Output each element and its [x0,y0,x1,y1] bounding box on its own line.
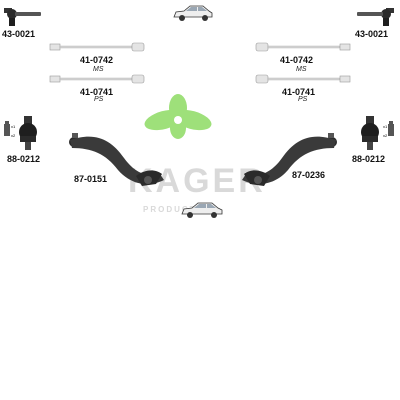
ball-joint-icon [361,116,394,150]
variant-label-ps-right: PS [298,96,308,103]
part-number-steering-rod-ps-right: 41-0741 [282,87,316,97]
ball-joint-tag-x1-right: x1 [383,124,388,129]
ball-joint-tag-x1-left: x1 [11,124,16,129]
kager-tagline-watermark: PRODUCTS [143,205,204,214]
steering-rod-icon [49,42,145,52]
part-number-steering-rod-ms-right: 41-0742 [280,55,314,65]
part-number-tie-rod-end-right: 43-0021 [355,29,389,39]
steering-rod-icon [255,74,351,84]
variant-label-ms-left: MS [93,66,104,73]
car-icon [173,5,213,21]
part-number-control-arm-right: 87-0236 [292,170,326,180]
ball-joint-tag-x2-right: x2 [383,133,388,138]
part-number-tie-rod-end-left: 43-0021 [2,29,36,39]
variant-label-ms-right: MS [296,66,307,73]
ball-joint-tag-x2-left: x2 [11,133,16,138]
part-number-ball-joint-right: 88-0212 [352,154,386,164]
tie-rod-end-icon [357,8,394,26]
variant-label-ps-left: PS [94,96,104,103]
control-arm-icon [69,133,164,186]
steering-rod-icon [255,42,351,52]
ball-joint-icon [4,116,37,150]
part-number-control-arm-left: 87-0151 [74,174,108,184]
control-arm-icon [242,133,337,186]
steering-rod-icon [49,74,145,84]
tie-rod-end-icon [4,8,41,26]
part-number-steering-rod-ps-left: 41-0741 [80,87,114,97]
part-number-ball-joint-left: 88-0212 [7,154,41,164]
kager-clover-icon [144,94,212,139]
car-icon [181,202,223,218]
part-number-steering-rod-ms-left: 41-0742 [80,55,114,65]
